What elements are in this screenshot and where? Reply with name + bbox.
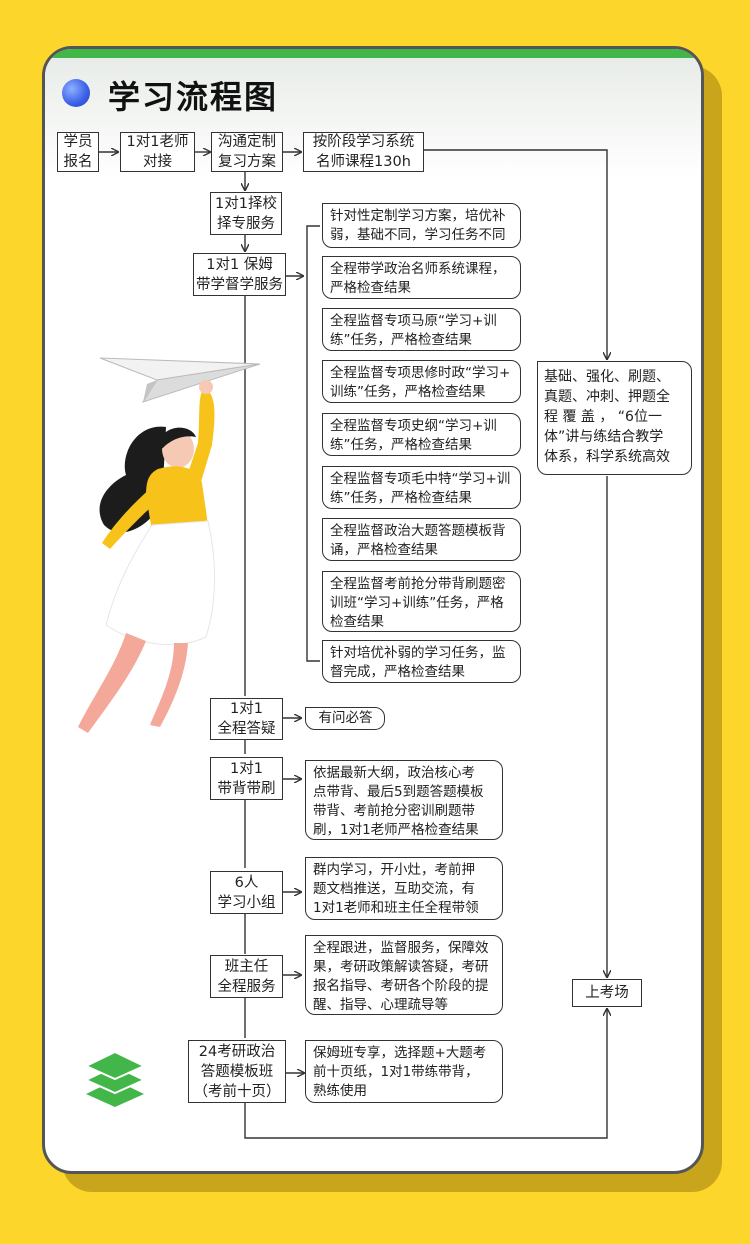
recite-box: 1对1 带背带刷 [210,757,283,800]
system-note: 基础、强化、刷题、 真题、冲刺、押题全 程 覆 盖 ， “6位一 体”讲与练结合… [537,361,692,475]
supervise-note: 全程监督考前抢分带背刷题密 训班“学习+训练”任务，严格 检查结果 [322,571,521,632]
plan-box: 沟通定制 复习方案 [211,132,283,172]
qa-box: 1对1 全程答疑 [210,698,283,740]
circle-bullet-icon [62,79,90,107]
school-select-box: 1对1择校 择专服务 [210,192,282,235]
enroll-box: 学员 报名 [57,132,99,172]
layers-icon [84,1050,146,1107]
supervise-note: 针对性定制学习方案，培优补 弱，基础不同，学习任务不同 [322,203,521,248]
headteacher-note: 全程跟进，监督服务，保障效 果，考研政策解读答疑，考研 报名指导、考研各个阶段的… [305,935,503,1015]
study-group-box: 6人 学习小组 [210,871,283,914]
headteacher-box: 班主任 全程服务 [210,955,283,998]
supervise-note: 全程监督专项思修时政“学习+ 训练”任务，严格检查结果 [322,360,521,403]
nanny-supervise-box: 1对1 保姆 带学督学服务 [193,253,286,296]
supervise-note: 全程监督专项史纲“学习+训 练”任务，严格检查结果 [322,413,521,456]
supervise-note: 全程带学政治名师系统课程， 严格检查结果 [322,256,521,299]
supervise-note: 全程监督专项马原“学习+训 练”任务，严格检查结果 [322,308,521,351]
supervise-note: 全程监督政治大题答题模板背 诵，严格检查结果 [322,518,521,561]
template-note: 保姆班专享，选择题+大题考 前十页纸，1对1带练带背， 熟练使用 [305,1040,503,1103]
supervise-note: 针对培优补弱的学习任务，监 督完成，严格检查结果 [322,640,521,683]
card-top-bar [45,49,701,58]
girl-illustration [78,380,216,733]
exam-box: 上考场 [572,979,642,1007]
recite-note: 依据最新大纲，政治核心考 点带背、最后5到题答题模板 带背、考前抢分密训刷题带 … [305,760,503,840]
group-note: 群内学习，开小灶，考前押 题文档推送，互助交流，有 1对1老师和班主任全程带领 [305,857,503,920]
course-box: 按阶段学习系统 名师课程130h [303,132,424,172]
teacher-match-box: 1对1老师 对接 [120,132,195,172]
page-title: 学习流程图 [108,78,279,116]
template-class-box: 24考研政治 答题模板班 （考前十页） [188,1040,286,1103]
qa-note: 有问必答 [305,707,385,730]
supervise-note: 全程监督专项毛中特“学习+训 练”任务，严格检查结果 [322,466,521,509]
